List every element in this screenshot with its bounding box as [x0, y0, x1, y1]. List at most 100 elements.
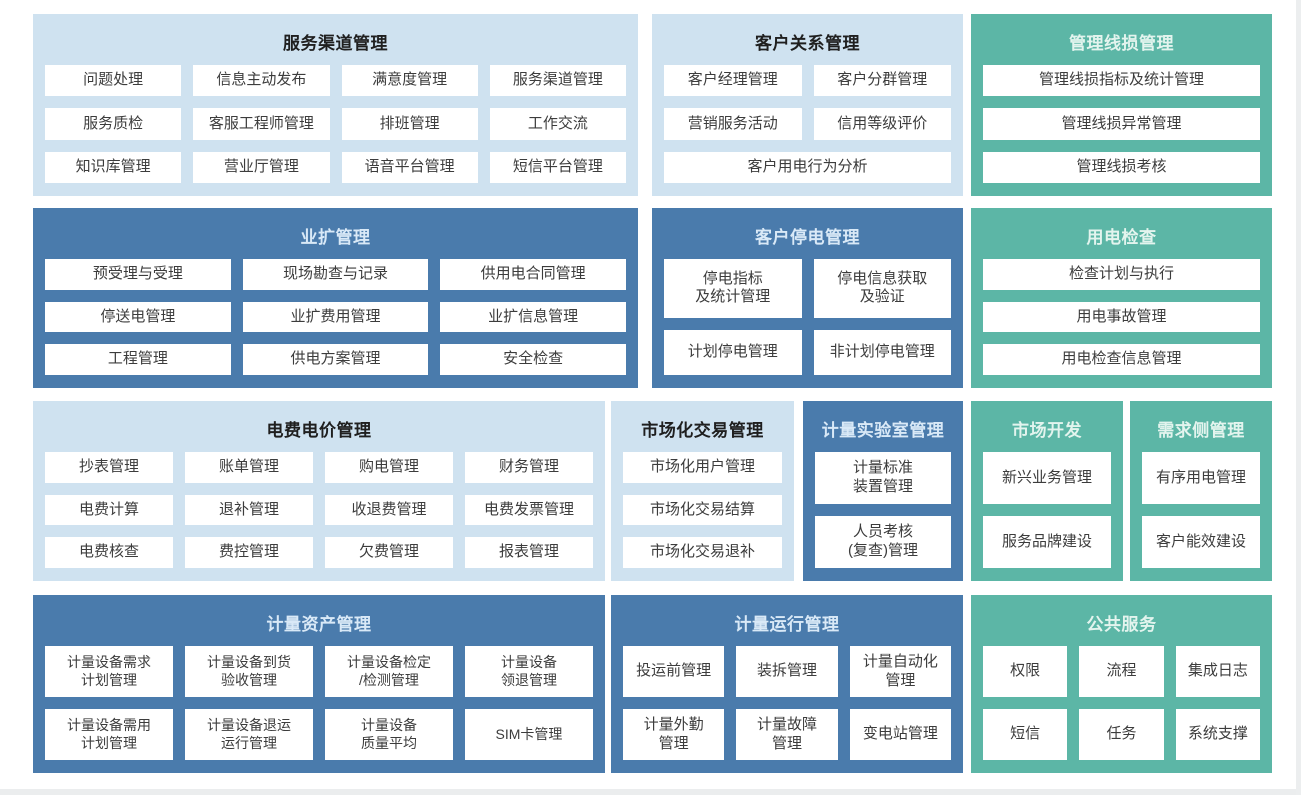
- block-demand-side-mgmt: 需求侧管理 有序用电管理客户能效建设: [1130, 401, 1272, 581]
- module-item: 满意度管理: [341, 65, 478, 97]
- block-public-services: 公共服务 权限流程集成日志短信任务系统支撑: [971, 595, 1272, 773]
- module-item: 现场勘查与记录: [242, 259, 429, 290]
- module-item: 市场化交易退补: [623, 537, 782, 568]
- module-item: 财务管理: [465, 452, 593, 483]
- module-item: 权限: [983, 646, 1068, 697]
- block-market-trade-mgmt: 市场化交易管理 市场化用户管理市场化交易结算市场化交易退补: [611, 401, 794, 581]
- block-title: 市场化交易管理: [641, 421, 764, 440]
- block-items: 停电指标 及统计管理停电信息获取 及验证计划停电管理非计划停电管理: [664, 259, 951, 375]
- module-item: 短信平台管理: [489, 151, 626, 183]
- block-items: 管理线损指标及统计管理管理线损异常管理管理线损考核: [983, 65, 1260, 183]
- block-items: 预受理与受理现场勘查与记录供用电合同管理停送电管理业扩费用管理业扩信息管理工程管…: [45, 259, 626, 375]
- module-item: 集成日志: [1175, 646, 1260, 697]
- module-item: 知识库管理: [45, 151, 182, 183]
- module-item: 费控管理: [185, 537, 313, 568]
- block-items: 计量标准 装置管理人员考核 (复查)管理: [815, 452, 951, 568]
- block-items: 检查计划与执行用电事故管理用电检查信息管理: [983, 259, 1260, 375]
- module-item: 报表管理: [465, 537, 593, 568]
- block-title: 客户关系管理: [755, 34, 860, 53]
- module-item: 收退费管理: [325, 494, 453, 526]
- block-line-loss-mgmt: 管理线损管理 管理线损指标及统计管理管理线损异常管理管理线损考核: [971, 14, 1272, 196]
- block-title: 管理线损管理: [1069, 34, 1174, 53]
- block-title: 计量运行管理: [734, 615, 840, 634]
- module-item: 计量设备检定 /检测管理: [325, 646, 453, 697]
- module-item: 有序用电管理: [1142, 452, 1260, 504]
- module-item: 电费计算: [45, 494, 173, 526]
- module-item: 停电指标 及统计管理: [664, 259, 802, 318]
- module-item: 安全检查: [440, 344, 626, 375]
- module-item: 短信: [983, 709, 1068, 760]
- module-item: 服务渠道管理: [489, 65, 626, 97]
- module-item: 信息主动发布: [193, 65, 330, 97]
- module-item: 检查计划与执行: [983, 259, 1260, 290]
- module-item: 购电管理: [325, 452, 453, 483]
- module-item: 管理线损异常管理: [983, 108, 1260, 140]
- module-item: 计量设备需求 计划管理: [45, 646, 173, 697]
- block-title: 用电检查: [1086, 228, 1157, 247]
- module-item: 业扩信息管理: [440, 301, 626, 333]
- block-power-usage-inspection: 用电检查 检查计划与执行用电事故管理用电检查信息管理: [971, 208, 1272, 388]
- module-item: 计量设备需用 计划管理: [45, 709, 173, 760]
- block-items: 投运前管理装拆管理计量自动化 管理计量外勤 管理计量故障 管理变电站管理: [623, 646, 951, 760]
- block-service-channel-mgmt: 服务渠道管理 问题处理信息主动发布满意度管理服务渠道管理服务质检客服工程师管理排…: [33, 14, 638, 196]
- module-item: 流程: [1079, 646, 1164, 697]
- block-title: 计量实验室管理: [821, 421, 945, 440]
- module-item: 用电事故管理: [983, 301, 1260, 333]
- block-items: 计量设备需求 计划管理计量设备到货 验收管理计量设备检定 /检测管理计量设备 领…: [45, 646, 593, 760]
- module-item: 计量自动化 管理: [849, 646, 951, 697]
- module-item: 预受理与受理: [45, 259, 231, 290]
- block-customer-relationship-mgmt: 客户关系管理 客户经理管理客户分群管理营销服务活动信用等级评价客户用电行为分析: [652, 14, 963, 196]
- block-title: 业扩管理: [300, 228, 371, 247]
- module-item: 非计划停电管理: [813, 329, 951, 375]
- module-item: 停送电管理: [45, 301, 231, 333]
- block-items: 问题处理信息主动发布满意度管理服务渠道管理服务质检客服工程师管理排班管理工作交流…: [45, 65, 626, 183]
- block-items: 市场化用户管理市场化交易结算市场化交易退补: [623, 452, 782, 568]
- module-item: 装拆管理: [736, 646, 838, 697]
- module-item: 新兴业务管理: [983, 452, 1111, 504]
- module-item: 客户分群管理: [813, 65, 951, 97]
- module-item: 用电检查信息管理: [983, 344, 1260, 375]
- module-item: 管理线损指标及统计管理: [983, 65, 1260, 97]
- page-right-edge: [1296, 0, 1301, 795]
- module-item: 计划停电管理: [664, 329, 802, 375]
- block-tariff-billing-mgmt: 电费电价管理 抄表管理账单管理购电管理财务管理电费计算退补管理收退费管理电费发票…: [33, 401, 605, 581]
- block-title: 计量资产管理: [266, 615, 372, 634]
- module-item: 市场化用户管理: [623, 452, 782, 483]
- block-items: 抄表管理账单管理购电管理财务管理电费计算退补管理收退费管理电费发票管理电费核查费…: [45, 452, 593, 568]
- module-item: 信用等级评价: [813, 108, 951, 140]
- module-item: 投运前管理: [623, 646, 725, 697]
- block-items: 客户经理管理客户分群管理营销服务活动信用等级评价客户用电行为分析: [664, 65, 951, 183]
- module-item: 工作交流: [489, 108, 626, 140]
- block-metering-asset-mgmt: 计量资产管理 计量设备需求 计划管理计量设备到货 验收管理计量设备检定 /检测管…: [33, 595, 605, 773]
- module-item: 客户用电行为分析: [664, 151, 951, 183]
- module-item: SIM卡管理: [465, 709, 593, 760]
- block-metering-operation-mgmt: 计量运行管理 投运前管理装拆管理计量自动化 管理计量外勤 管理计量故障 管理变电…: [611, 595, 963, 773]
- module-item: 营销服务活动: [664, 108, 802, 140]
- module-item: 计量故障 管理: [736, 709, 838, 760]
- module-item: 管理线损考核: [983, 151, 1260, 183]
- module-item: 语音平台管理: [341, 151, 478, 183]
- block-metering-lab-mgmt: 计量实验室管理 计量标准 装置管理人员考核 (复查)管理: [803, 401, 963, 581]
- module-item: 账单管理: [185, 452, 313, 483]
- module-item: 服务质检: [45, 108, 182, 140]
- module-item: 电费发票管理: [465, 494, 593, 526]
- module-item: 营业厅管理: [193, 151, 330, 183]
- module-item: 工程管理: [45, 344, 231, 375]
- module-item: 客户能效建设: [1142, 516, 1260, 568]
- module-item: 电费核查: [45, 537, 173, 568]
- block-items: 权限流程集成日志短信任务系统支撑: [983, 646, 1260, 760]
- block-items: 有序用电管理客户能效建设: [1142, 452, 1260, 568]
- module-item: 人员考核 (复查)管理: [815, 516, 951, 568]
- module-item: 抄表管理: [45, 452, 173, 483]
- block-title: 客户停电管理: [755, 228, 860, 247]
- module-item: 业扩费用管理: [242, 301, 429, 333]
- module-item: 客服工程师管理: [193, 108, 330, 140]
- module-item: 问题处理: [45, 65, 182, 97]
- block-title: 电费电价管理: [266, 421, 372, 440]
- block-title: 服务渠道管理: [283, 34, 388, 53]
- module-item: 变电站管理: [849, 709, 951, 760]
- module-item: 欠费管理: [325, 537, 453, 568]
- page-bottom-edge: [0, 789, 1301, 795]
- module-item: 市场化交易结算: [623, 494, 782, 526]
